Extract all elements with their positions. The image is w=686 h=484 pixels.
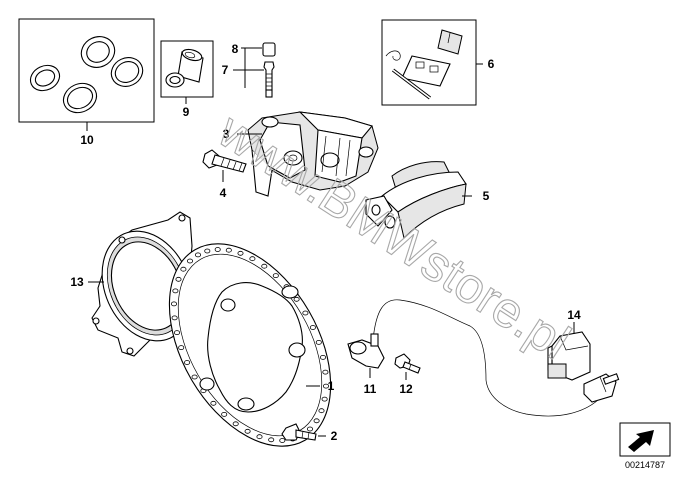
disc-hole <box>170 301 177 307</box>
disc-hole <box>172 288 179 294</box>
part-13-sensor-ring[interactable] <box>85 211 208 357</box>
disc-hole <box>171 315 178 321</box>
disc-hole <box>313 418 320 424</box>
part-8-cap <box>262 42 276 57</box>
disc-hole <box>204 248 211 254</box>
disc-hole <box>214 247 221 252</box>
disc-hole <box>244 428 251 434</box>
part-4-bolt[interactable] <box>202 149 247 173</box>
disc-hole <box>225 247 232 253</box>
disc-hole <box>293 296 300 302</box>
diagram-arrow-icon <box>619 422 671 457</box>
disc-hole <box>249 256 256 262</box>
callout-5[interactable]: 5 <box>483 189 490 203</box>
disc-hole <box>315 339 322 345</box>
callout-12[interactable]: 12 <box>399 382 413 396</box>
disc-hole <box>191 374 198 380</box>
part-6-box <box>381 19 477 106</box>
callout-10[interactable]: 10 <box>80 133 94 147</box>
diagram-number: 00214787 <box>625 460 665 470</box>
disc-hole <box>261 263 268 269</box>
callout-8[interactable]: 8 <box>232 42 239 56</box>
disc-hole <box>221 411 228 417</box>
disc-hole <box>272 273 279 279</box>
disc-hole <box>237 250 244 256</box>
disc-hole <box>322 383 329 389</box>
part-3-brake-caliper[interactable] <box>247 111 379 197</box>
disc-hole <box>321 396 328 402</box>
part-9-box <box>160 40 214 98</box>
part-14-clip[interactable] <box>547 331 591 381</box>
part-8-7-bleeder[interactable] <box>262 42 276 98</box>
callout-2[interactable]: 2 <box>331 429 338 443</box>
disc-hole <box>194 252 201 258</box>
callout-14[interactable]: 14 <box>567 308 581 322</box>
part-9-piston[interactable] <box>160 40 214 98</box>
part-10-seal-kit[interactable] <box>18 18 155 123</box>
disc-hole <box>184 360 191 365</box>
callout-13[interactable]: 13 <box>70 275 84 289</box>
disc-hole <box>178 345 185 351</box>
part-6-pad-hardware[interactable] <box>381 19 477 106</box>
disc-hole <box>302 310 309 316</box>
disc-hole <box>309 325 316 330</box>
callout-3[interactable]: 3 <box>223 127 230 141</box>
disc-hole <box>318 408 325 414</box>
disc-hole <box>322 369 329 375</box>
disc-hole <box>175 276 182 282</box>
part-5-brake-pads[interactable] <box>365 161 467 239</box>
callout-6[interactable]: 6 <box>488 57 495 71</box>
disc-hole <box>268 437 275 443</box>
disc-hole <box>256 434 263 440</box>
disc-hole <box>173 330 180 336</box>
part-2-disc-bolt[interactable] <box>281 423 317 441</box>
disc-hole <box>232 421 239 427</box>
disc-hole <box>279 438 286 443</box>
disc-hole <box>180 266 187 272</box>
callout-4[interactable]: 4 <box>220 186 227 200</box>
callout-7[interactable]: 7 <box>222 63 229 77</box>
disc-hole <box>319 354 326 360</box>
part-12-sensor-screw[interactable] <box>394 353 421 374</box>
disc-hole <box>306 426 313 432</box>
callout-11[interactable]: 11 <box>364 382 377 396</box>
disc-hole <box>210 400 217 406</box>
callout-1[interactable]: 1 <box>328 379 335 393</box>
part-11-abs-sensor[interactable] <box>347 299 620 417</box>
callout-9[interactable]: 9 <box>183 105 190 119</box>
disc-hole <box>186 258 193 264</box>
part-1-brake-disc[interactable] <box>136 216 364 475</box>
